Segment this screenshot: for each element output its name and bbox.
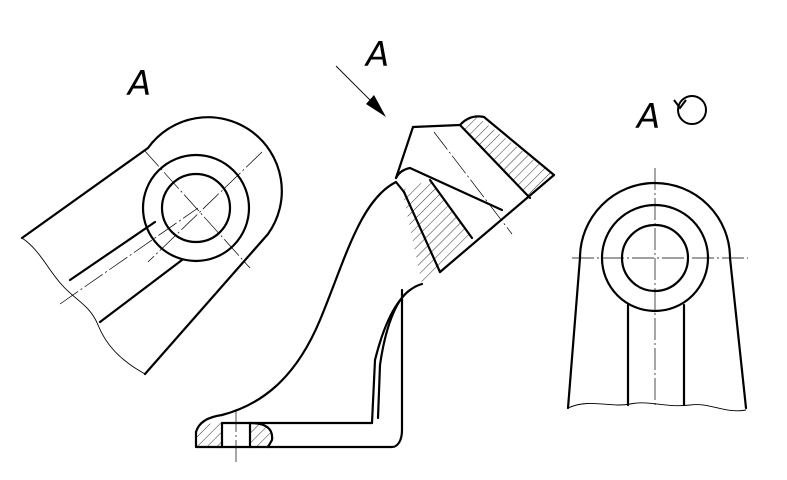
left-break-line: [21, 237, 146, 375]
arrow-head: [366, 95, 386, 117]
left-boss-circle: [141, 153, 251, 263]
head-inner-line-2: [428, 178, 474, 240]
right-body-outline: [566, 181, 748, 410]
left-bore-circle: [160, 172, 232, 244]
mid-hatched-section: [402, 180, 472, 284]
head-left-edge: [394, 125, 415, 180]
view-direction-arrow: A: [335, 35, 389, 117]
left-rib-line-1: [68, 220, 157, 282]
right-auxiliary-view: A: [566, 95, 748, 412]
right-break-line: [567, 402, 747, 412]
top-hatched-section: [460, 116, 554, 198]
head-outline: [438, 115, 556, 274]
left-rib-line-2: [98, 258, 184, 324]
main-view: [194, 115, 556, 462]
left-centerline-2: [147, 151, 263, 263]
arm-top-join: [394, 180, 406, 194]
left-rib-centerline: [59, 207, 199, 305]
view-direction-label: A: [364, 35, 389, 75]
rotation-symbol-icon: [673, 95, 707, 125]
right-view-label: A: [635, 97, 660, 137]
head-inner-line-1: [458, 123, 532, 200]
arm-inner-fillet: [376, 288, 412, 420]
foot-hatched-section-2: [250, 423, 273, 447]
foot-end-arc: [248, 421, 274, 449]
foot-hatched-section: [196, 422, 222, 447]
left-view-label: A: [126, 64, 151, 104]
head-collar: [394, 166, 504, 212]
arm-outer-curve: [194, 180, 398, 434]
left-boss-outline: [20, 116, 283, 376]
head-inner-line-3: [402, 190, 442, 274]
foot-outline: [194, 288, 404, 449]
left-auxiliary-view: A: [20, 64, 283, 376]
arm-inner-curve: [370, 282, 424, 425]
head-top-edge: [411, 123, 462, 129]
head-centerline: [433, 131, 513, 235]
